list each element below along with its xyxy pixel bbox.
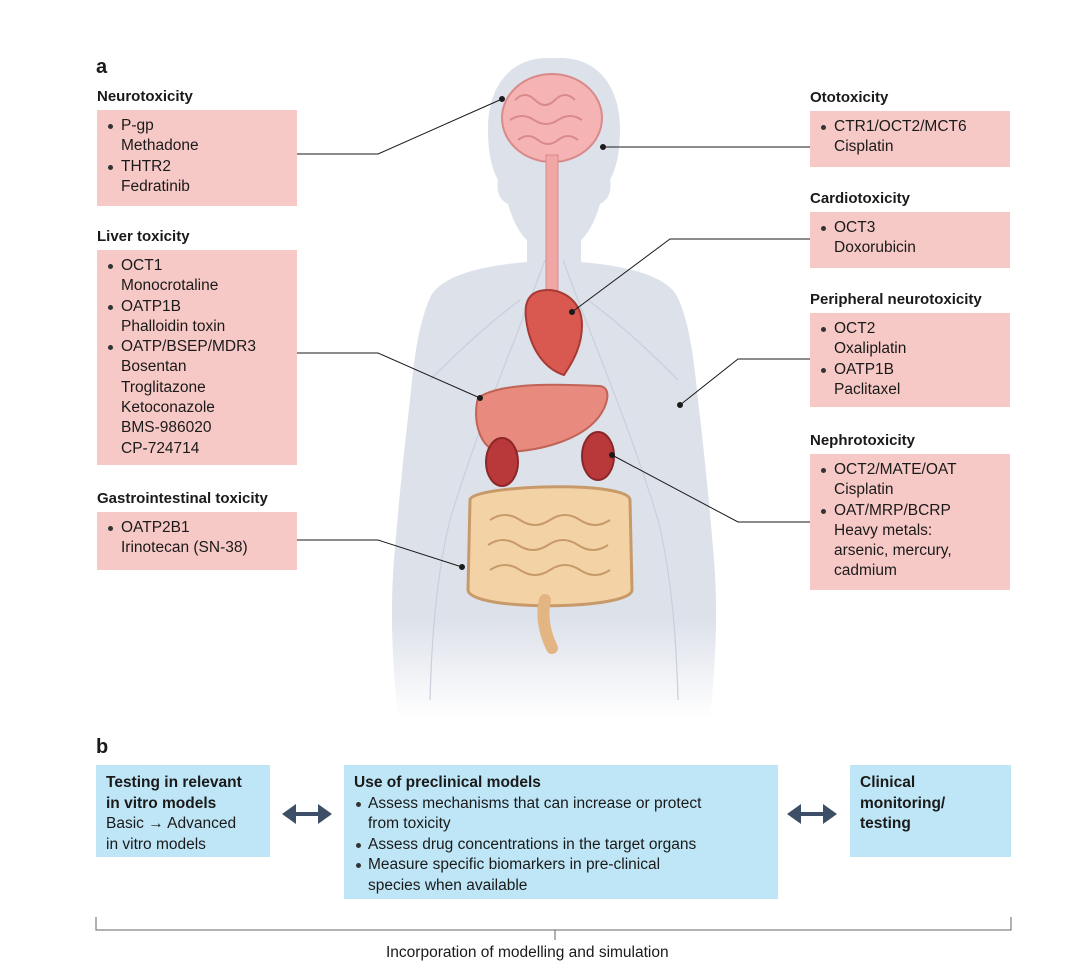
drug: Cisplatin bbox=[834, 138, 894, 156]
bullet: Assess drug concentrations in the target… bbox=[354, 835, 768, 856]
transporter: OATP1B bbox=[820, 360, 1000, 380]
spinal-cord bbox=[545, 154, 559, 306]
panel-b-label: b bbox=[96, 736, 109, 758]
transporter: OCT2/MATE/OAT bbox=[820, 460, 1000, 480]
intestines bbox=[466, 485, 634, 654]
box-text: Basic → Advanced bbox=[106, 815, 237, 832]
drug: BMS-986020 bbox=[121, 419, 212, 437]
drug: Methadone bbox=[121, 137, 199, 155]
bracket bbox=[95, 917, 1012, 940]
transporter: OCT3 bbox=[820, 218, 1000, 238]
drug: Fedratinib bbox=[121, 177, 190, 195]
transporter: OCT2 bbox=[820, 319, 1000, 339]
box-heading: in vitro models bbox=[106, 794, 217, 812]
preclinical-models-box: Use of preclinical models Assess mechani… bbox=[344, 765, 778, 899]
drug: cadmium bbox=[834, 562, 897, 580]
bracket-caption: Incorporation of modelling and simulatio… bbox=[386, 944, 669, 961]
drug: Oxaliplatin bbox=[834, 340, 907, 358]
transporter: OAT/MRP/BCRP bbox=[820, 501, 1000, 521]
drug: arsenic, mercury, bbox=[834, 542, 952, 560]
transporter: OATP2B1 bbox=[107, 518, 287, 538]
peripheral-neurotoxicity-title: Peripheral neurotoxicity bbox=[810, 291, 982, 308]
gi-toxicity-box: OATP2B1 Irinotecan (SN-38) bbox=[97, 512, 297, 570]
drug: Paclitaxel bbox=[834, 380, 901, 398]
transporter: OATP/BSEP/MDR3 bbox=[107, 337, 287, 357]
double-arrow-left bbox=[282, 804, 332, 824]
transporter: P-gp bbox=[107, 116, 287, 136]
box-heading: monitoring/ bbox=[860, 794, 946, 812]
drug: Bosentan bbox=[121, 358, 187, 376]
neurotoxicity-box: P-gp Methadone THTR2 Fedratinib bbox=[97, 110, 297, 206]
clinical-monitoring-box: Clinical monitoring/ testing bbox=[850, 765, 1011, 857]
bullet: Assess mechanisms that can increase or p… bbox=[354, 794, 768, 835]
double-arrow-right bbox=[787, 804, 837, 824]
cardiotoxicity-title: Cardiotoxicity bbox=[810, 190, 911, 207]
in-vitro-testing-box: Testing in relevant in vitro models Basi… bbox=[96, 765, 270, 857]
neurotoxicity-title: Neurotoxicity bbox=[97, 88, 193, 105]
connector-lines bbox=[297, 96, 810, 570]
heart bbox=[524, 288, 584, 377]
drug: Troglitazone bbox=[121, 378, 206, 396]
peripheral-neurotoxicity-box: OCT2 Oxaliplatin OATP1B Paclitaxel bbox=[810, 313, 1010, 407]
panel-a-label: a bbox=[96, 56, 108, 78]
ototoxicity-title: Ototoxicity bbox=[810, 89, 889, 106]
box-heading: Use of preclinical models bbox=[354, 774, 541, 791]
bullet: Measure specific biomarkers in pre-clini… bbox=[354, 855, 768, 896]
kidney-left bbox=[485, 437, 519, 487]
box-text: in vitro models bbox=[106, 835, 206, 853]
drug: CP-724714 bbox=[121, 439, 200, 457]
box-heading: Clinical bbox=[860, 774, 916, 791]
transporter: OATP1B bbox=[107, 297, 287, 317]
liver-toxicity-box: OCT1 Monocrotaline OATP1B Phalloidin tox… bbox=[97, 250, 297, 465]
transporter: OCT1 bbox=[107, 256, 287, 276]
drug: Irinotecan (SN-38) bbox=[121, 539, 248, 557]
drug: Cisplatin bbox=[834, 481, 894, 499]
cardiotoxicity-box: OCT3 Doxorubicin bbox=[810, 212, 1010, 268]
nephrotoxicity-title: Nephrotoxicity bbox=[810, 432, 916, 449]
drug: Ketoconazole bbox=[121, 399, 215, 417]
gi-toxicity-title: Gastrointestinal toxicity bbox=[97, 490, 268, 507]
drug: Monocrotaline bbox=[121, 277, 219, 295]
transporter: CTR1/OCT2/MCT6 bbox=[820, 117, 1000, 137]
drug: Heavy metals: bbox=[834, 521, 933, 539]
drug: Phalloidin toxin bbox=[121, 317, 226, 335]
brain bbox=[501, 73, 603, 163]
drug: Doxorubicin bbox=[834, 239, 916, 257]
transporter: THTR2 bbox=[107, 157, 287, 177]
nerve-lines bbox=[429, 259, 679, 701]
nephrotoxicity-box: OCT2/MATE/OAT Cisplatin OAT/MRP/BCRP Hea… bbox=[810, 454, 1010, 590]
ototoxicity-box: CTR1/OCT2/MCT6 Cisplatin bbox=[810, 111, 1010, 167]
box-heading: testing bbox=[860, 815, 911, 832]
liver-toxicity-title: Liver toxicity bbox=[97, 228, 190, 245]
box-heading: Testing in relevant bbox=[106, 774, 242, 791]
